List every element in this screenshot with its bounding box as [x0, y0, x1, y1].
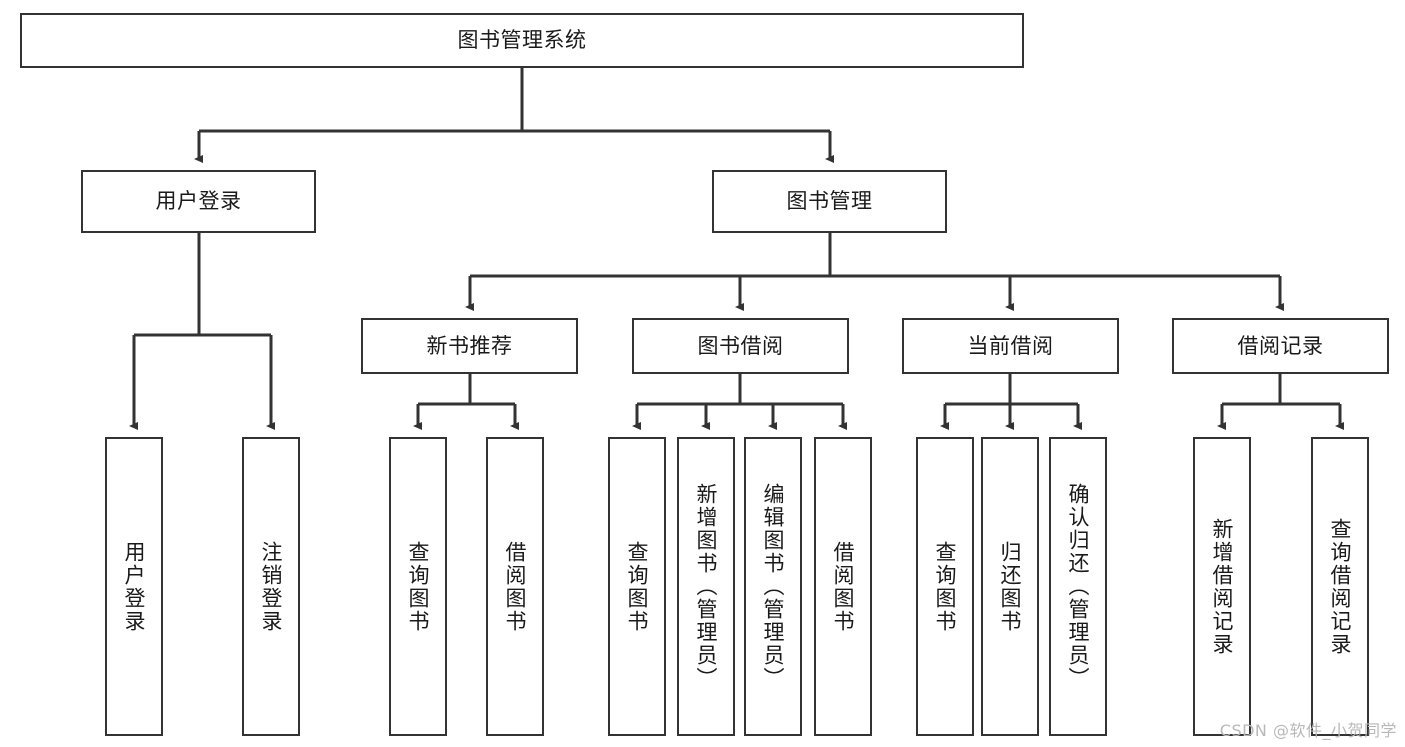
leaf-query-book-current-label: 查询图书: [933, 540, 958, 633]
leaf-borrow-book-label: 借阅图书: [831, 540, 856, 633]
leaf-borrow-book-new-label: 借阅图书: [503, 540, 528, 633]
leaf-query-book-borrow-label: 查询图书: [625, 540, 650, 633]
leaf-user-login-label: 用户登录: [122, 540, 147, 633]
node-new-book-recommend[interactable]: 新书推荐: [361, 318, 578, 374]
leaf-query-borrow-record-label: 查询借阅记录: [1328, 517, 1353, 656]
node-new-book-recommend-label: 新书推荐: [426, 333, 513, 358]
leaf-edit-book-admin[interactable]: 编辑图书（管理员）: [744, 437, 802, 736]
leaf-query-book-new-label: 查询图书: [406, 540, 431, 633]
node-borrow-record[interactable]: 借阅记录: [1172, 318, 1389, 374]
node-root-label: 图书管理系统: [457, 28, 587, 53]
leaf-return-book-label: 归还图书: [998, 540, 1023, 633]
leaf-query-book-borrow[interactable]: 查询图书: [608, 437, 666, 736]
leaf-return-book[interactable]: 归还图书: [981, 437, 1039, 736]
node-book-manage-label: 图书管理: [786, 189, 873, 214]
leaf-query-book-new[interactable]: 查询图书: [389, 437, 447, 736]
node-book-manage[interactable]: 图书管理: [712, 170, 947, 233]
watermark: CSDN @软件_小贺同学: [1219, 721, 1397, 740]
node-current-borrow-label: 当前借阅: [967, 333, 1054, 358]
leaf-add-borrow-record-label: 新增借阅记录: [1210, 517, 1235, 656]
node-user-login-label: 用户登录: [155, 189, 242, 214]
node-user-login[interactable]: 用户登录: [81, 170, 316, 233]
leaf-user-login[interactable]: 用户登录: [105, 437, 163, 736]
node-book-borrow-label: 图书借阅: [697, 333, 784, 358]
leaf-borrow-book-new[interactable]: 借阅图书: [486, 437, 544, 736]
leaf-borrow-book[interactable]: 借阅图书: [814, 437, 872, 736]
leaf-query-borrow-record[interactable]: 查询借阅记录: [1311, 437, 1369, 736]
leaf-add-book-admin-label: 新增图书（管理员）: [694, 483, 719, 690]
node-root[interactable]: 图书管理系统: [20, 13, 1024, 68]
node-current-borrow[interactable]: 当前借阅: [902, 318, 1119, 374]
leaf-edit-book-admin-label: 编辑图书（管理员）: [761, 483, 786, 690]
node-borrow-record-label: 借阅记录: [1237, 333, 1324, 358]
leaf-confirm-return-admin[interactable]: 确认归还（管理员）: [1049, 437, 1107, 736]
leaf-confirm-return-admin-label: 确认归还（管理员）: [1066, 483, 1091, 690]
leaf-logout-label: 注销登录: [259, 540, 284, 633]
leaf-query-book-current[interactable]: 查询图书: [916, 437, 974, 736]
leaf-add-book-admin[interactable]: 新增图书（管理员）: [677, 437, 735, 736]
leaf-logout[interactable]: 注销登录: [242, 437, 300, 736]
leaf-add-borrow-record[interactable]: 新增借阅记录: [1193, 437, 1251, 736]
node-book-borrow[interactable]: 图书借阅: [632, 318, 849, 374]
